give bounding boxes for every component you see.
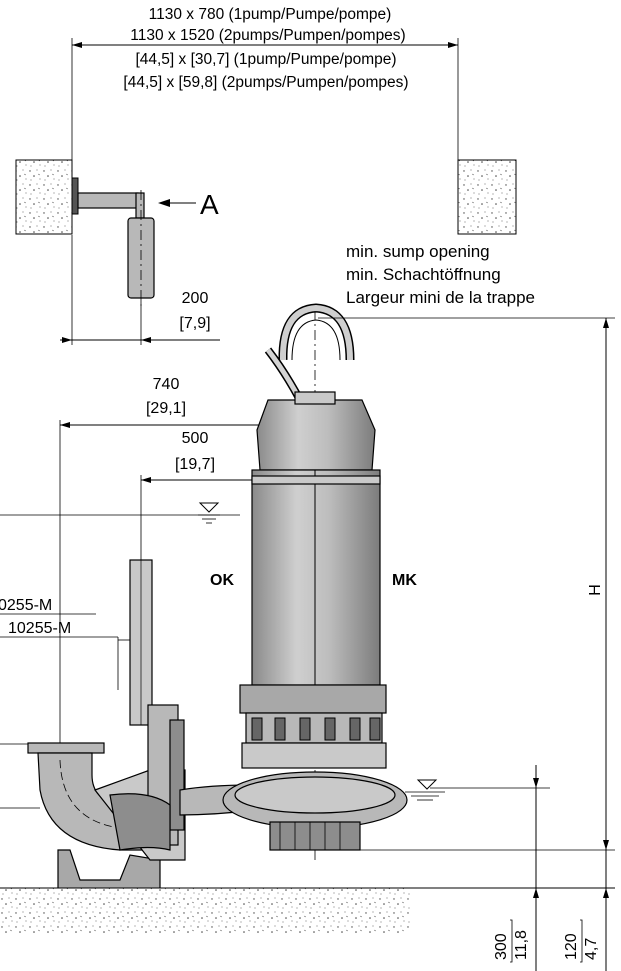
flange-label-a: 0255-M xyxy=(0,597,52,614)
water-level-lower xyxy=(405,779,445,801)
view-a-label: A xyxy=(200,189,219,220)
dim-200-mm: 200 xyxy=(182,290,209,307)
water-level-upper xyxy=(0,502,240,524)
dim-200-inch: [7,9] xyxy=(179,315,210,332)
dim-brackets xyxy=(510,919,583,963)
top-view-guide-bar xyxy=(71,177,155,310)
sump-note-de: min. Schachtöffnung xyxy=(346,265,501,284)
discharge-bend xyxy=(27,704,186,904)
opening-dim-line3: [44,5] x [30,7] (1pump/Pumpe/pompe) xyxy=(135,51,396,68)
sump-wall-right xyxy=(457,159,517,235)
dim-740-mm: 740 xyxy=(153,376,180,393)
guide-rail xyxy=(118,559,153,726)
dim-500-inch: [19,7] xyxy=(175,456,215,473)
pump-label-ok: OK xyxy=(210,572,234,589)
flange-label-b: 10255-M xyxy=(8,620,71,637)
opening-dim-line2: 1130 x 1520 (2pumps/Pumpen/pompes) xyxy=(130,27,405,44)
pump-unit: OK MK xyxy=(179,303,417,851)
height-label: H xyxy=(587,584,604,596)
view-a-arrow xyxy=(158,199,196,207)
bottom-dimension-lines xyxy=(430,765,609,971)
sump-note-en: min. sump opening xyxy=(346,242,490,261)
dim-120-inch: 4,7 xyxy=(583,938,600,960)
flange-leader-lines xyxy=(0,613,119,809)
height-dimension xyxy=(318,317,615,851)
opening-dimension-line xyxy=(71,38,459,160)
sump-floor xyxy=(0,888,410,933)
sump-note-fr: Largeur mini de la trappe xyxy=(346,288,535,307)
dim-120-mm: 120 xyxy=(563,933,580,960)
dim-300-mm: 300 xyxy=(493,933,510,960)
opening-dim-line1: 1130 x 780 (1pump/Pumpe/pompe) xyxy=(149,6,392,23)
dim-200-line xyxy=(60,235,220,345)
dim-500-mm: 500 xyxy=(182,430,209,447)
dim-740-inch: [29,1] xyxy=(146,400,186,417)
sump-wall-left xyxy=(15,159,73,235)
pump-label-mk: MK xyxy=(392,572,417,589)
dim-300-inch: 11,8 xyxy=(513,930,530,960)
opening-dim-line4: [44,5] x [59,8] (2pumps/Pumpen/pompes) xyxy=(123,74,408,91)
